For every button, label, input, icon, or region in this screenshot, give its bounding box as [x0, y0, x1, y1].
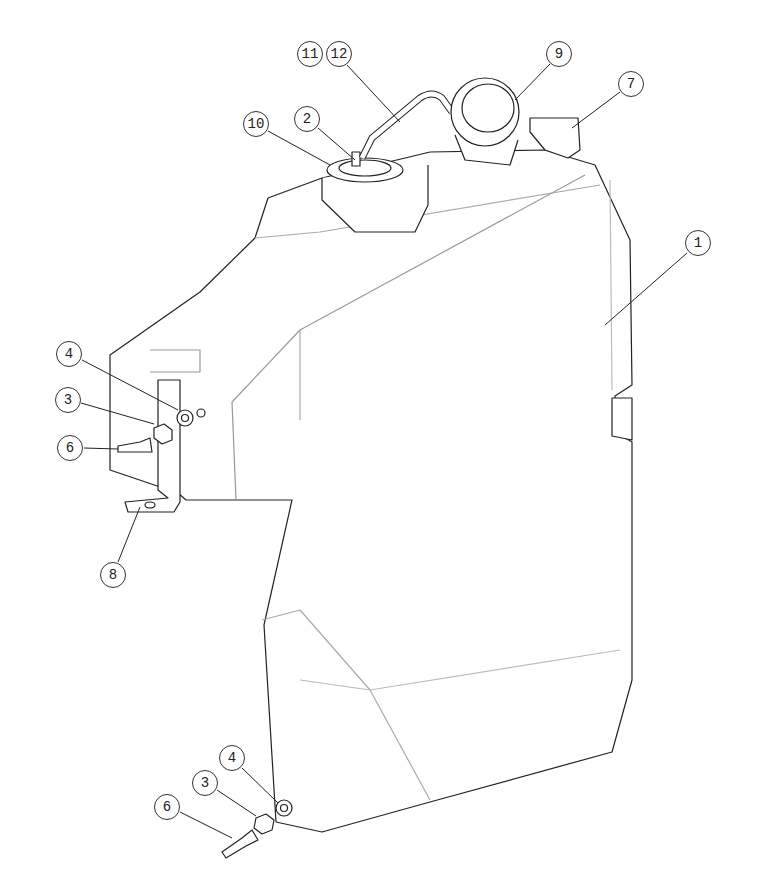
nut — [197, 409, 205, 417]
hose-barb — [118, 438, 152, 452]
tank-edge — [300, 650, 620, 690]
callout-number: 3 — [192, 770, 218, 796]
tank-edge — [150, 350, 200, 372]
nut — [254, 814, 274, 834]
washer — [276, 800, 292, 816]
callout-number: 4 — [219, 745, 245, 771]
callout-number: 11 — [297, 41, 323, 67]
filler-cap — [451, 78, 519, 146]
callout-number: 1 — [685, 230, 711, 256]
tank-edge — [232, 402, 236, 500]
callout-number: 6 — [154, 794, 180, 820]
callout-number: 3 — [55, 387, 81, 413]
washer — [281, 805, 288, 812]
leader-lines — [81, 64, 687, 838]
callout-number: 6 — [57, 435, 83, 461]
callout-number: 2 — [294, 106, 320, 132]
tank-body — [110, 150, 632, 832]
callout-number: 10 — [243, 111, 269, 137]
callout-number: 9 — [546, 41, 572, 67]
tank-edge — [610, 180, 612, 390]
callout-number: 12 — [326, 41, 352, 67]
washer — [177, 410, 193, 426]
vent-hose — [362, 94, 452, 158]
pump-flange — [339, 160, 391, 176]
pump-flange — [327, 158, 403, 182]
callout-number: 4 — [56, 341, 82, 367]
tank-edge — [299, 330, 300, 420]
callout-number: 8 — [100, 562, 126, 588]
bracket-hole — [145, 502, 155, 508]
mount-bracket — [530, 118, 580, 158]
side-clip — [612, 398, 632, 440]
washer — [182, 415, 189, 422]
tank-edge — [262, 610, 430, 800]
hose-barb — [222, 830, 258, 858]
filler-cap — [462, 84, 514, 132]
nut — [154, 424, 172, 444]
vent-hose — [362, 94, 452, 158]
callout-number: 7 — [618, 71, 644, 97]
